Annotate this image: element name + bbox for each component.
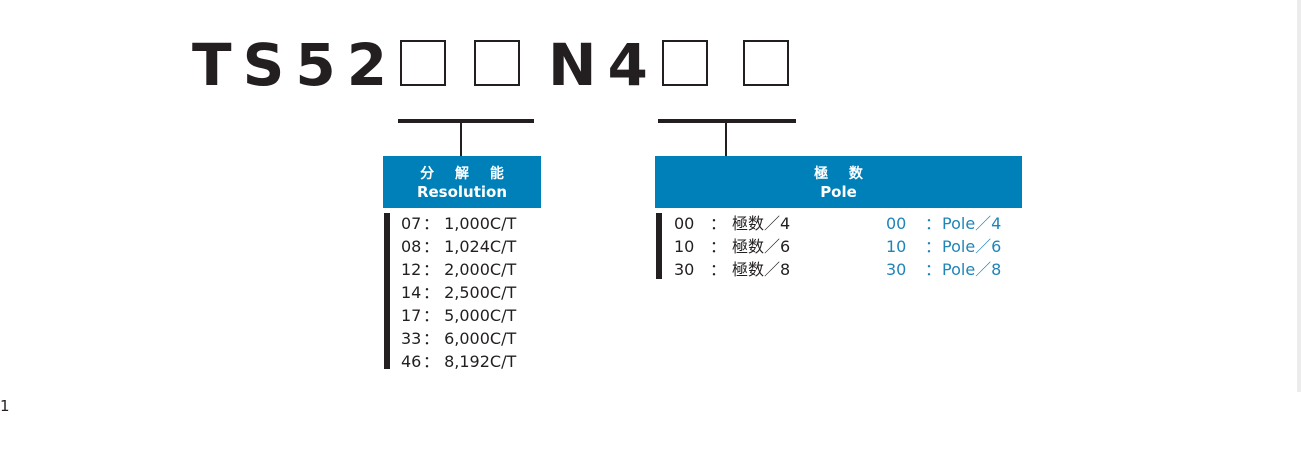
list-item: 00：極数／4 00：Pole／4 bbox=[674, 214, 1002, 233]
resolution-bracket bbox=[398, 119, 534, 123]
list-item: 17： 5,000C/T bbox=[401, 306, 517, 325]
resolution-header: 分 解 能 Resolution bbox=[383, 156, 541, 208]
resolution-connector bbox=[460, 121, 462, 157]
list-item: 07： 1,000C/T bbox=[401, 214, 517, 233]
code-placeholder-box-4 bbox=[743, 40, 789, 86]
page-edge-rule bbox=[1297, 0, 1301, 392]
pole-header: 極 数 Pole bbox=[655, 156, 1022, 208]
list-item: 10：極数／6 10：Pole／6 bbox=[674, 237, 1002, 256]
list-item: 30：極数／8 30：Pole／8 bbox=[674, 260, 1002, 279]
list-item: 08： 1,024C/T bbox=[401, 237, 517, 256]
model-code-middle: N4 bbox=[548, 31, 659, 99]
pole-list-bar bbox=[656, 213, 662, 279]
code-placeholder-box-1 bbox=[400, 40, 446, 86]
resolution-list: 07： 1,000C/T 08： 1,024C/T 12： 2,000C/T 1… bbox=[401, 212, 551, 373]
pole-connector bbox=[725, 121, 727, 157]
resolution-title-en: Resolution bbox=[416, 183, 508, 201]
pole-title-jp: 極 数 bbox=[814, 166, 871, 182]
pole-list: 00：極数／4 00：Pole／4 10：極数／6 10：Pole／6 30：極… bbox=[674, 212, 1020, 281]
model-code-prefix: TS52 bbox=[192, 31, 399, 99]
pole-bracket bbox=[658, 119, 796, 123]
resolution-title-jp: 分 解 能 bbox=[420, 166, 512, 182]
code-placeholder-box-2 bbox=[474, 40, 520, 86]
pole-title-en: Pole bbox=[820, 183, 857, 201]
list-item: 14： 2,500C/T bbox=[401, 283, 517, 302]
resolution-list-bar bbox=[384, 213, 390, 369]
code-placeholder-box-3 bbox=[662, 40, 708, 86]
list-item: 46： 8,192C/T bbox=[401, 352, 517, 371]
list-item: 33： 6,000C/T bbox=[401, 329, 517, 348]
page-number: 1 bbox=[0, 397, 10, 415]
list-item: 12： 2,000C/T bbox=[401, 260, 517, 279]
